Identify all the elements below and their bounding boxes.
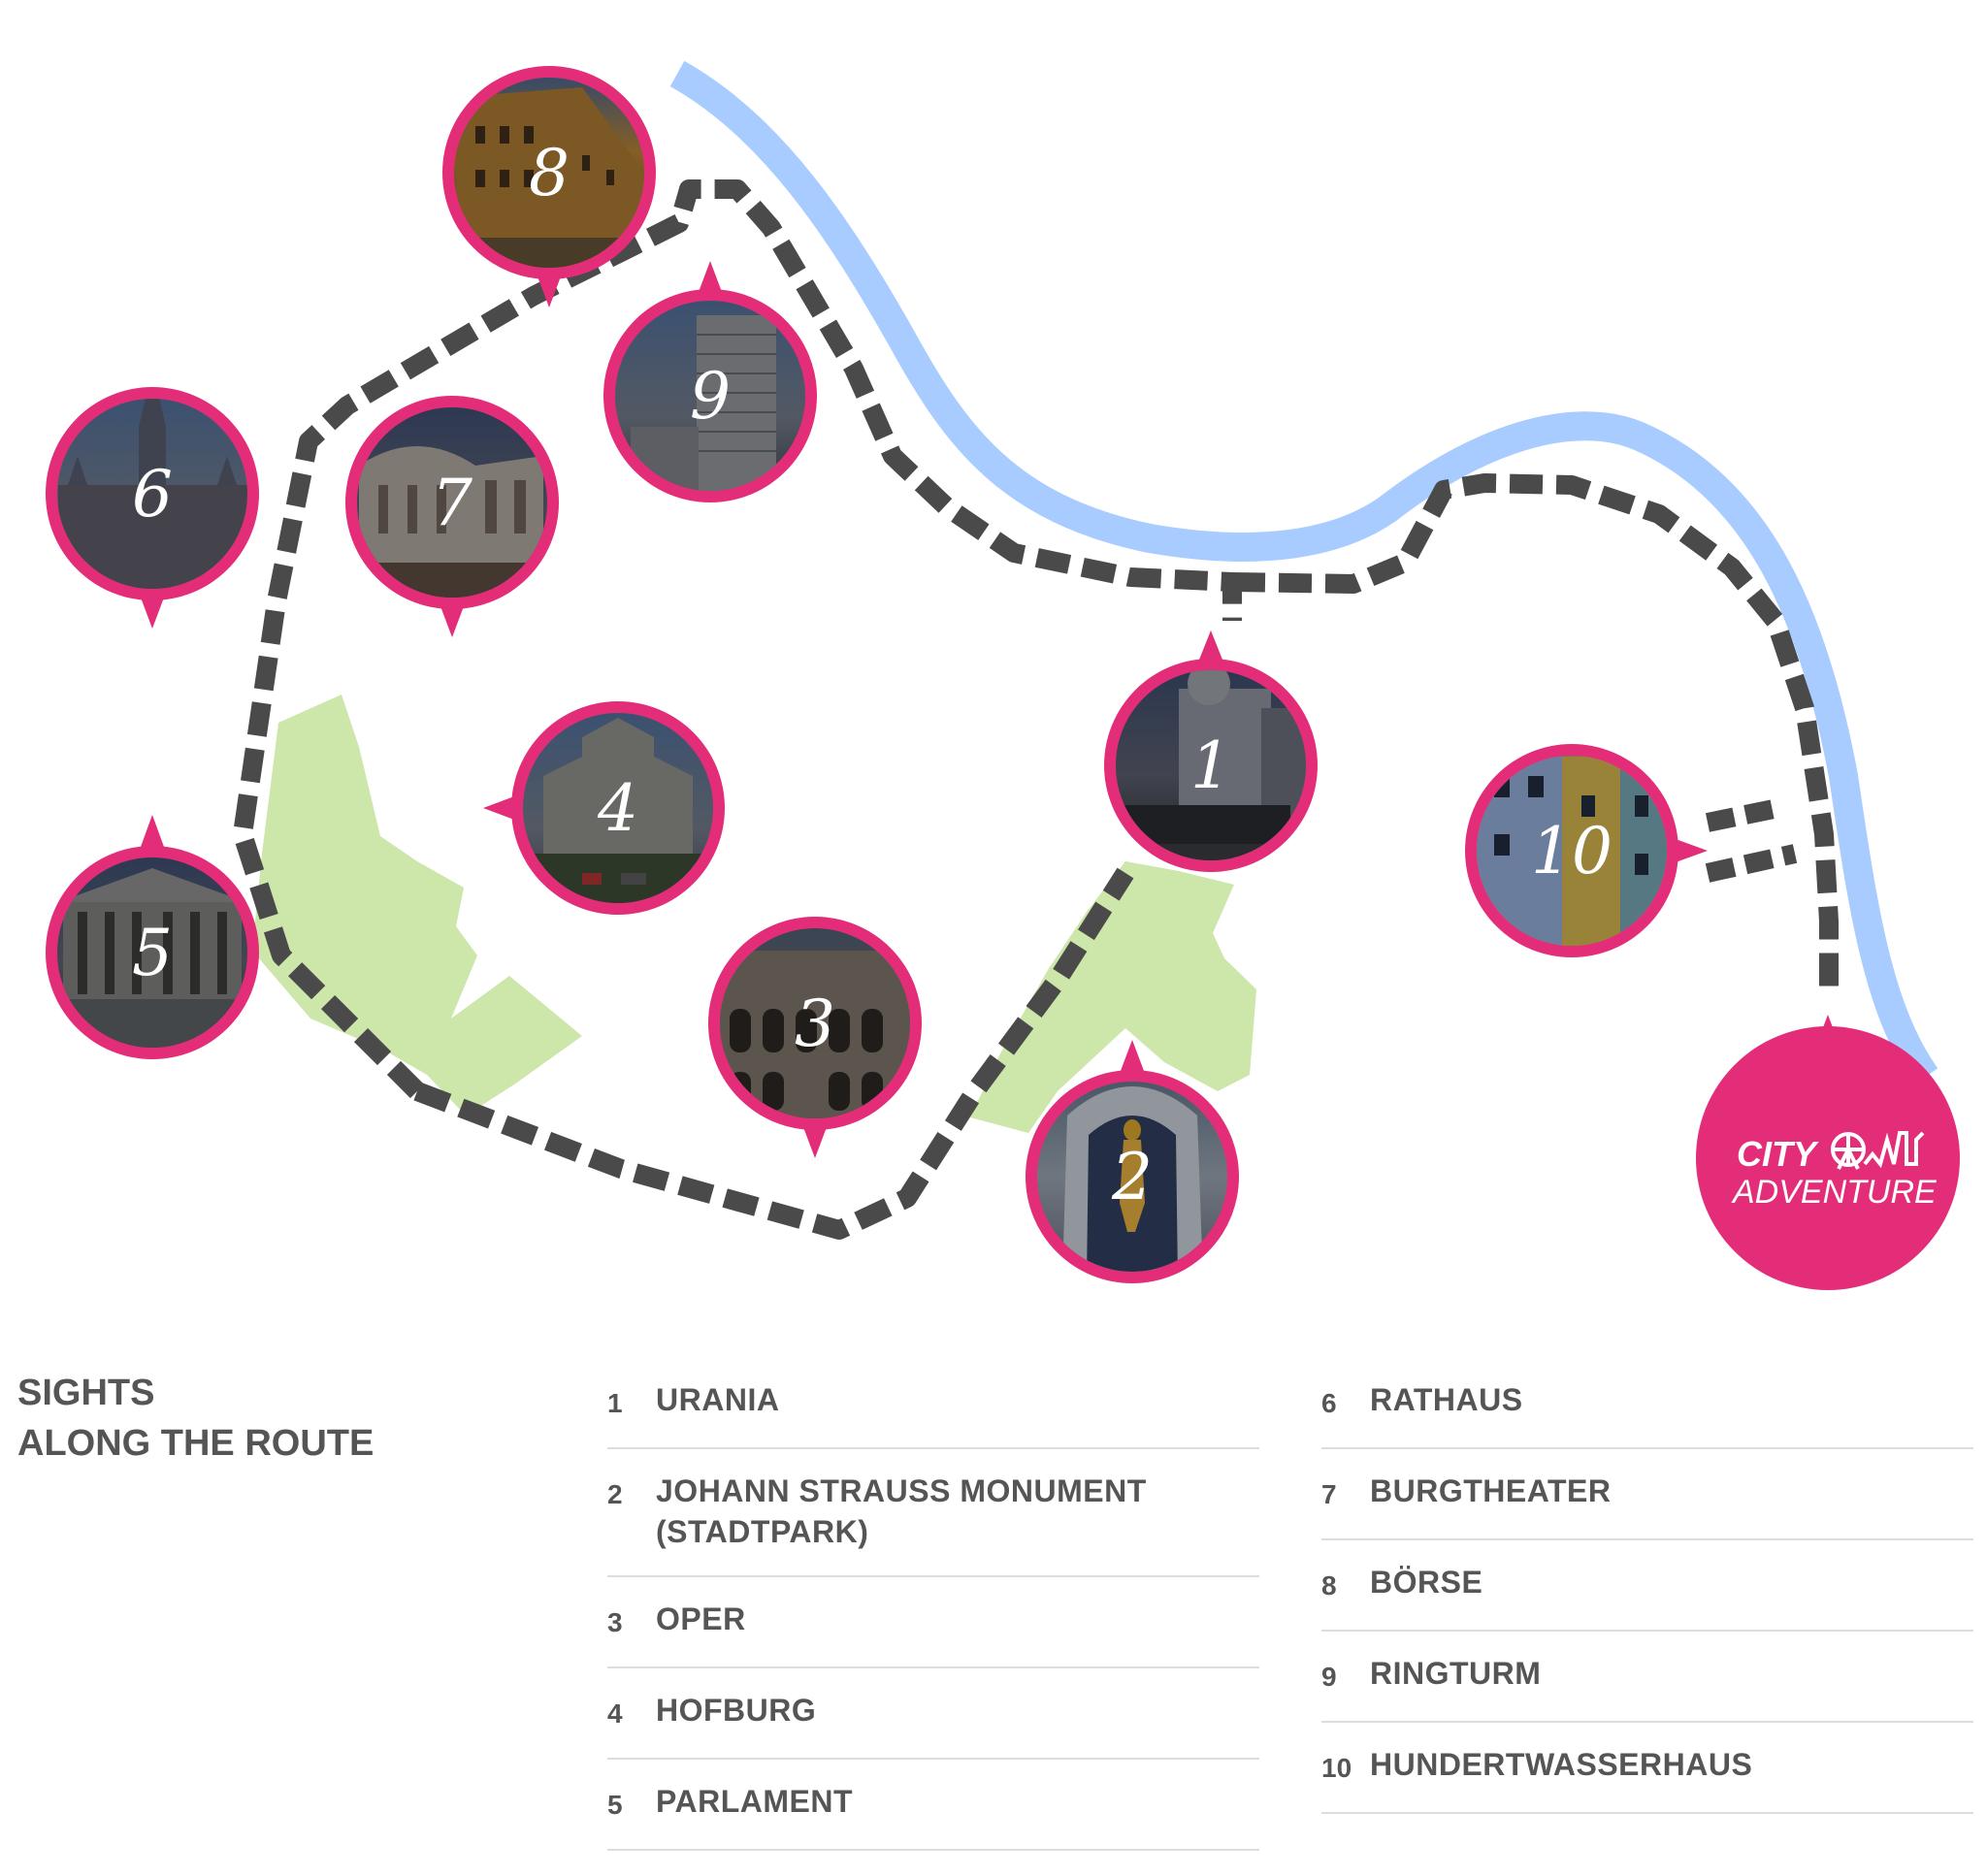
ferris-wheel-skyline-icon (1831, 1131, 1925, 1170)
route-map: 1 2 (46, 60, 1960, 1290)
park-area-stadtpark (970, 861, 1256, 1133)
marker-10[interactable]: 10 (1465, 744, 1708, 957)
marker-5[interactable]: 5 (46, 815, 259, 1059)
colorful-house-photo (1477, 756, 1667, 946)
marker-number: 8 (529, 136, 570, 210)
walking-route-south (413, 867, 1134, 1240)
legend-item-number: 5 (607, 1790, 623, 1820)
marker-9[interactable]: 9 (603, 261, 817, 502)
legend-item-number: 6 (1321, 1388, 1337, 1418)
legend-item-label: OPER (656, 1599, 746, 1639)
legend-item-number: 7 (1321, 1479, 1337, 1509)
legend-item: 10 HUNDERTWASSERHAUS (1321, 1723, 1973, 1814)
legend-item-label-line: URANIA (656, 1382, 780, 1417)
legend-item-number: 1 (607, 1388, 623, 1418)
legend-item-label: PARLAMENT (656, 1781, 853, 1822)
legend-list-left: 1 URANIA 2 JOHANN STRAUSS MONUMENT (STAD… (607, 1358, 1259, 1851)
legend-item-number: 9 (1321, 1662, 1337, 1692)
legend-item: 5 PARLAMENT (607, 1760, 1259, 1851)
legend-item-number: 8 (1321, 1570, 1337, 1601)
legend-title-line-2: ALONG THE ROUTE (17, 1423, 375, 1464)
legend-item-label-line: JOHANN STRAUSS MONUMENT (656, 1473, 1147, 1508)
legend-item-number: 4 (607, 1698, 623, 1729)
theater-photo (357, 407, 547, 598)
legend-item-label-line: HOFBURG (656, 1693, 817, 1728)
legend-title-line-1: SIGHTS (17, 1373, 155, 1413)
marker-4[interactable]: 4 (483, 701, 725, 915)
marker-number: 3 (795, 987, 835, 1061)
legend-item-label: URANIA (656, 1379, 779, 1420)
legend-item: 4 HOFBURG (607, 1668, 1259, 1760)
walking-route (233, 179, 1242, 1099)
legend-item-label-line: RATHAUS (1370, 1382, 1523, 1417)
logo-adventure-text: ADVENTURE (1731, 1174, 1937, 1211)
marker-7[interactable]: 7 (345, 396, 559, 637)
urania-building-photo (1116, 670, 1306, 860)
legend-item: 7 BURGTHEATER (1321, 1449, 1973, 1540)
legend-item-label-line: BURGTHEATER (1370, 1473, 1612, 1508)
legend-item-label: HOFBURG (656, 1690, 816, 1730)
legend-item: 6 RATHAUS (1321, 1358, 1973, 1449)
legend-item-label-line: OPER (656, 1601, 746, 1636)
legend-item-number: 2 (607, 1479, 623, 1509)
legend-item: 2 JOHANN STRAUSS MONUMENT (STADTPARK) (607, 1449, 1259, 1577)
palace-photo (523, 713, 713, 903)
marker-number: 6 (132, 457, 173, 532)
golden-statue-photo (1037, 1082, 1227, 1272)
city-hall-photo (57, 399, 247, 589)
marker-number: 4 (597, 771, 638, 846)
marker-number: 10 (1531, 814, 1612, 889)
legend-item-label: RINGTURM (1370, 1653, 1541, 1694)
marker-number: 7 (432, 466, 472, 540)
legend-item: 8 BÖRSE (1321, 1540, 1973, 1632)
legend-item-label: RATHAUS (1370, 1379, 1523, 1420)
parliament-photo (57, 857, 247, 1048)
legend-item-number: 10 (1321, 1753, 1352, 1783)
legend-item: 3 OPER (607, 1577, 1259, 1668)
legend-item-label: BÖRSE (1370, 1562, 1482, 1602)
marker-number: 1 (1190, 728, 1231, 803)
marker-number: 2 (1111, 1140, 1153, 1214)
walking-route-east (1231, 473, 1839, 989)
danube-canal (669, 60, 1938, 1085)
route-spur-to-10 (1705, 797, 1798, 883)
marker-8[interactable]: 8 (442, 66, 660, 307)
legend-list-right: 6 RATHAUS 7 BURGTHEATER 8 BÖRSE 9 RINGTU… (1321, 1358, 1973, 1814)
marker-6[interactable]: 6 (46, 373, 259, 629)
legend-item-label-line: BÖRSE (1370, 1565, 1483, 1600)
legend-title: SIGHTS ALONG THE ROUTE (17, 1368, 522, 1469)
city-adventure-logo: CITY ADVENTURE (1696, 1015, 1960, 1290)
marker-number: 5 (132, 916, 173, 990)
legend-item-label: BURGTHEATER (1370, 1471, 1611, 1511)
legend-item-number: 3 (607, 1607, 623, 1637)
legend-item-label-line: PARLAMENT (656, 1784, 853, 1819)
marker-3[interactable]: 3 (708, 917, 922, 1158)
legend-item: 1 URANIA (607, 1358, 1259, 1449)
legend-item-label: HUNDERTWASSERHAUS (1370, 1744, 1752, 1785)
legend-item-label-line: (STADTPARK) (656, 1514, 869, 1549)
marker-number: 9 (690, 359, 731, 434)
legend-item-label-line: HUNDERTWASSERHAUS (1370, 1747, 1753, 1782)
legend-item-label: JOHANN STRAUSS MONUMENT (STADTPARK) (656, 1471, 1147, 1552)
logo-city-text: CITY (1737, 1134, 1819, 1174)
marker-2[interactable]: 2 (1026, 1040, 1239, 1283)
legend-item-label-line: RINGTURM (1370, 1656, 1542, 1691)
marker-1[interactable]: 1 (1104, 631, 1319, 873)
legend-item: 9 RINGTURM (1321, 1632, 1973, 1723)
